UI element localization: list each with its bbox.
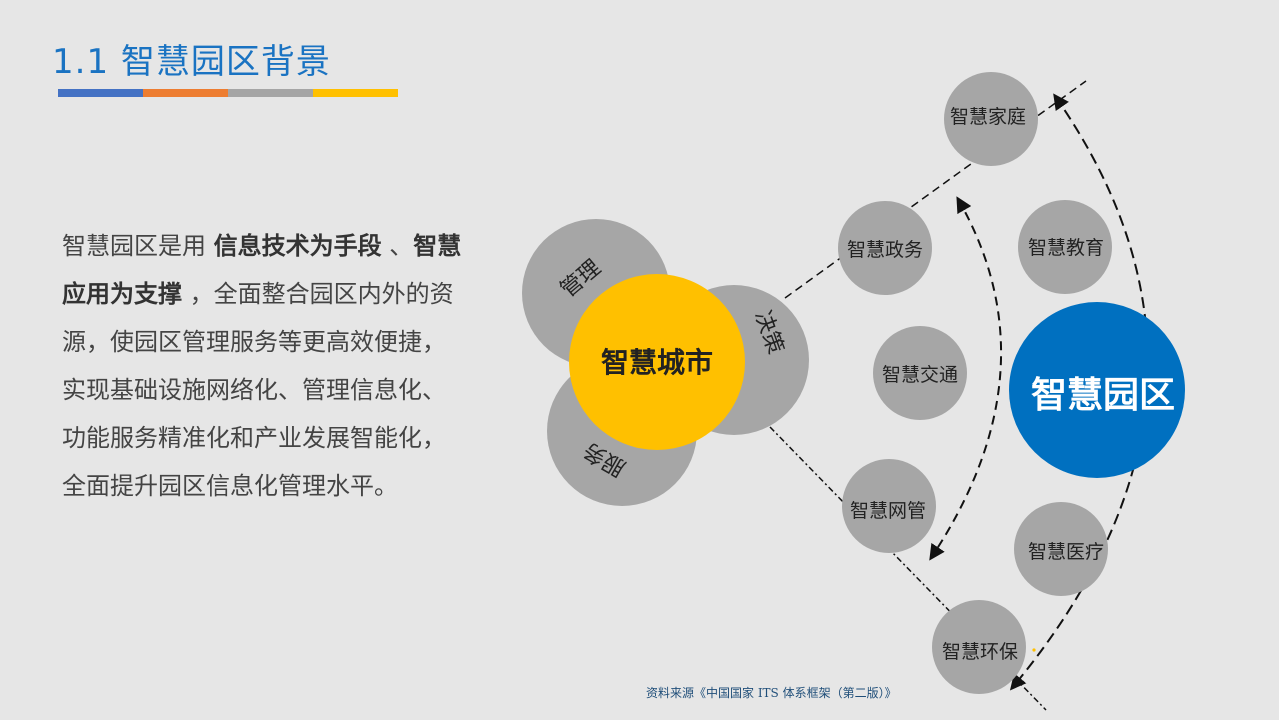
- underline-segment-yellow: [313, 89, 398, 97]
- lower-guide-line: [769, 426, 1047, 711]
- city-center-label: 智慧城市: [601, 346, 713, 379]
- page-title: 1.1 智慧园区背景: [52, 42, 331, 82]
- underline-segment-grey: [228, 89, 313, 97]
- node-government-circle: [838, 201, 932, 295]
- node-government-label: 智慧政务: [847, 239, 923, 261]
- node-environment-circle: [932, 600, 1026, 694]
- node-network-circle: [842, 459, 936, 553]
- decorative-dot: [1032, 648, 1036, 652]
- smart-park-circle: [1009, 302, 1185, 478]
- node-medical-circle: [1014, 502, 1108, 596]
- node-environment-label: 智慧环保: [942, 641, 1018, 663]
- node-education-label: 智慧教育: [1028, 237, 1104, 259]
- node-medical-label: 智慧医疗: [1028, 541, 1104, 563]
- node-traffic-circle: [873, 326, 967, 420]
- node-home-label: 智慧家庭: [950, 106, 1026, 128]
- description-seg1: 智慧园区是用: [62, 232, 214, 260]
- underline-segment-orange: [143, 89, 228, 97]
- description-seg3: ，全面整合园区内外的资源，使园区管理服务等更高效便捷，实现基础设施网络化、管理信…: [62, 280, 454, 500]
- city-core-circle: [569, 274, 745, 450]
- underline-segment-blue: [58, 89, 143, 97]
- node-traffic-label: 智慧交通: [882, 364, 958, 386]
- node-home-circle: [944, 72, 1038, 166]
- source-note: 资料来源《中国国家 ITS 体系框架（第二版）》: [646, 686, 897, 700]
- inner-arc-arrow: [929, 196, 1003, 561]
- upper-guide-line: [784, 80, 1087, 299]
- title-underline: [58, 89, 398, 97]
- description-paragraph: 智慧园区是用 信息技术为手段 、智慧应用为支撑 ，全面整合园区内外的资源，使园区…: [62, 222, 462, 510]
- description-bold-1: 信息技术为手段: [213, 232, 382, 260]
- description-bold-2: 智慧应用为支撑: [62, 232, 462, 308]
- node-education-circle: [1018, 200, 1112, 294]
- description-seg2: 、: [381, 232, 414, 260]
- node-network-label: 智慧网管: [850, 500, 926, 522]
- smart-park-label: 智慧园区: [1031, 375, 1175, 416]
